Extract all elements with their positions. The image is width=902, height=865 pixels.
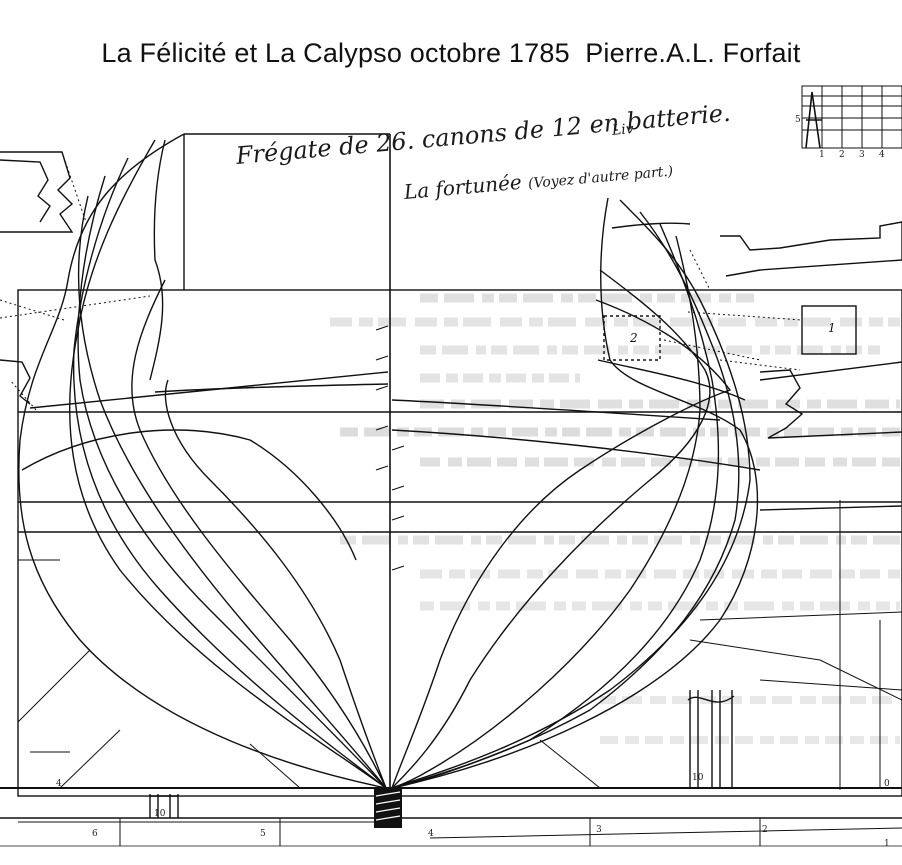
station-mark-4: 3: [596, 825, 602, 835]
frame-station-right-10: [611, 222, 691, 229]
callout-box-2-label: 2: [629, 331, 638, 345]
detail-post-left: [149, 794, 179, 818]
upper-works-right: [720, 221, 902, 277]
frame-station-left-6: [164, 379, 387, 789]
station-mark-3: 4: [428, 829, 434, 839]
frame-station-left-1: [68, 139, 387, 789]
callout-box-2: [603, 315, 661, 361]
station-mark-7: 0: [884, 779, 890, 789]
frame-station-left-7: [149, 139, 166, 381]
detail-mark-left: 10: [154, 809, 166, 819]
frame-station-right-5: [391, 269, 711, 789]
leader-lines: [0, 151, 803, 411]
drawing-caption: La Félicité et La Calypso octobre 1785 P…: [101, 38, 801, 68]
frame-station-right-9: [391, 429, 761, 471]
station-mark-0: 4: [56, 779, 62, 789]
scale-mark-2: 2: [839, 150, 845, 160]
frame-station-left-9: [29, 371, 389, 409]
upper-works-left-3: [0, 359, 31, 405]
hull-outer-left: [18, 133, 387, 789]
scale-mark-1: 1: [819, 150, 825, 160]
frame-station-left-4: [77, 195, 387, 789]
outer-frame: [17, 289, 902, 797]
frame-station-right-3: [391, 223, 720, 789]
upper-works-left-2: [0, 159, 51, 223]
upper-works-right-4: [759, 505, 902, 511]
frame-station-right-1: [391, 199, 751, 789]
detail-post-right: [687, 690, 735, 788]
station-mark-1: 6: [92, 829, 98, 839]
frame-station-right-4: [391, 235, 701, 789]
annotation-superscript: Liv: [611, 121, 635, 139]
frame-station-left-8: [154, 383, 389, 393]
callout-box-1-label: 1: [828, 321, 836, 335]
station-marks: 4 6 5 4 3 2 1 0 10 10: [56, 773, 890, 849]
upper-works-left: [0, 151, 74, 233]
scale-bar: [801, 85, 902, 149]
scale-mark-3: 3: [859, 150, 865, 160]
frame-station-left-5: [131, 279, 387, 789]
frame-lines: [0, 133, 902, 847]
station-mark-2: 5: [260, 829, 266, 839]
detail-mark-right: 10: [692, 773, 704, 783]
upper-works-right-2: [759, 369, 902, 439]
station-mark-6: 1: [884, 839, 890, 849]
frame-station-right-6: [391, 299, 732, 789]
scale-mark-0: 5: [795, 115, 801, 125]
bleed-through-text: [330, 293, 900, 744]
scale-bar-labels: 5 1 2 3 4: [795, 115, 885, 160]
callout-box-1: [801, 305, 857, 355]
frame-station-right-7: [597, 359, 746, 401]
hold-lines: [17, 500, 902, 846]
upper-works-right-3: [759, 361, 902, 381]
keel-block-hatching: [375, 791, 401, 821]
frame-station-left-3: [77, 175, 387, 789]
centerline-ticks: [375, 325, 405, 571]
station-mark-5: 2: [762, 825, 768, 835]
scale-mark-4: 4: [879, 150, 885, 160]
frame-station-left-10: [21, 429, 357, 561]
frame-station-right-8: [391, 399, 721, 421]
frame-station-left-2: [72, 157, 387, 789]
